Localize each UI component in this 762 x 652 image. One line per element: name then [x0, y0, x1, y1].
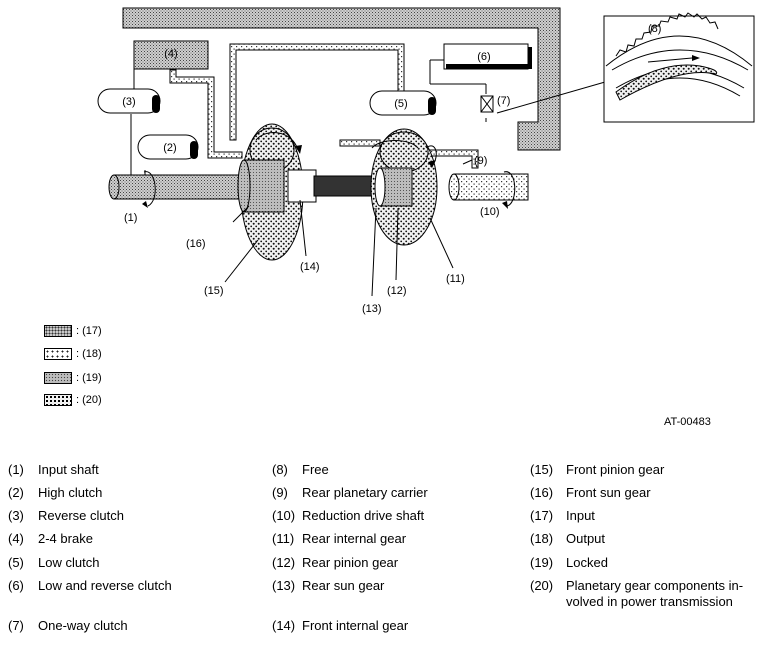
legend-label: : (17)	[76, 325, 102, 337]
callout-3: (3)	[122, 96, 135, 108]
inset-free-detail	[603, 12, 755, 123]
legend-item-planetary: : (20)	[44, 393, 102, 407]
intermediate-shaft	[313, 175, 379, 197]
input-shaft	[108, 171, 245, 208]
legend-swatch-planetary	[44, 394, 72, 406]
transmission-case	[122, 7, 561, 151]
callout-10: (10)	[480, 206, 500, 218]
callout-14: (14)	[300, 261, 320, 273]
legend-label: : (20)	[76, 394, 102, 406]
legend-item-locked: : (19)	[44, 371, 102, 385]
callout-11: (11)	[446, 273, 465, 285]
legend-swatch-output	[44, 348, 72, 360]
callout-16: (16)	[186, 238, 206, 250]
legend-item-input: : (17)	[44, 324, 102, 338]
callout-15: (15)	[204, 285, 224, 297]
reduction-drive-shaft	[448, 171, 529, 209]
front-planetary-set	[237, 123, 317, 261]
callout-6: (6)	[477, 51, 490, 63]
legend-label: : (18)	[76, 348, 102, 360]
callout-1: (1)	[124, 212, 137, 224]
callout-12: (12)	[387, 285, 407, 297]
callout-8: (8)	[648, 23, 661, 35]
legend-label: : (19)	[76, 372, 102, 384]
brake-2-4	[133, 40, 209, 70]
callout-7: (7)	[497, 95, 510, 107]
rear-planetary-set	[370, 128, 438, 246]
callout-5: (5)	[394, 98, 407, 110]
figure-code: AT-00483	[664, 416, 711, 428]
legend-swatch-locked	[44, 372, 72, 384]
callout-9: (9)	[474, 155, 487, 167]
callout-2: (2)	[163, 142, 176, 154]
power-flow-paths	[169, 43, 479, 169]
callout-13: (13)	[362, 303, 382, 315]
leader-lines	[224, 159, 473, 297]
transmission-power-flow-diagram: (4) (6) (3) (2) (5) (7)	[97, 7, 755, 315]
callout-4: (4)	[164, 48, 177, 60]
legend-item-output: : (18)	[44, 347, 102, 361]
legend-swatch-input	[44, 325, 72, 337]
